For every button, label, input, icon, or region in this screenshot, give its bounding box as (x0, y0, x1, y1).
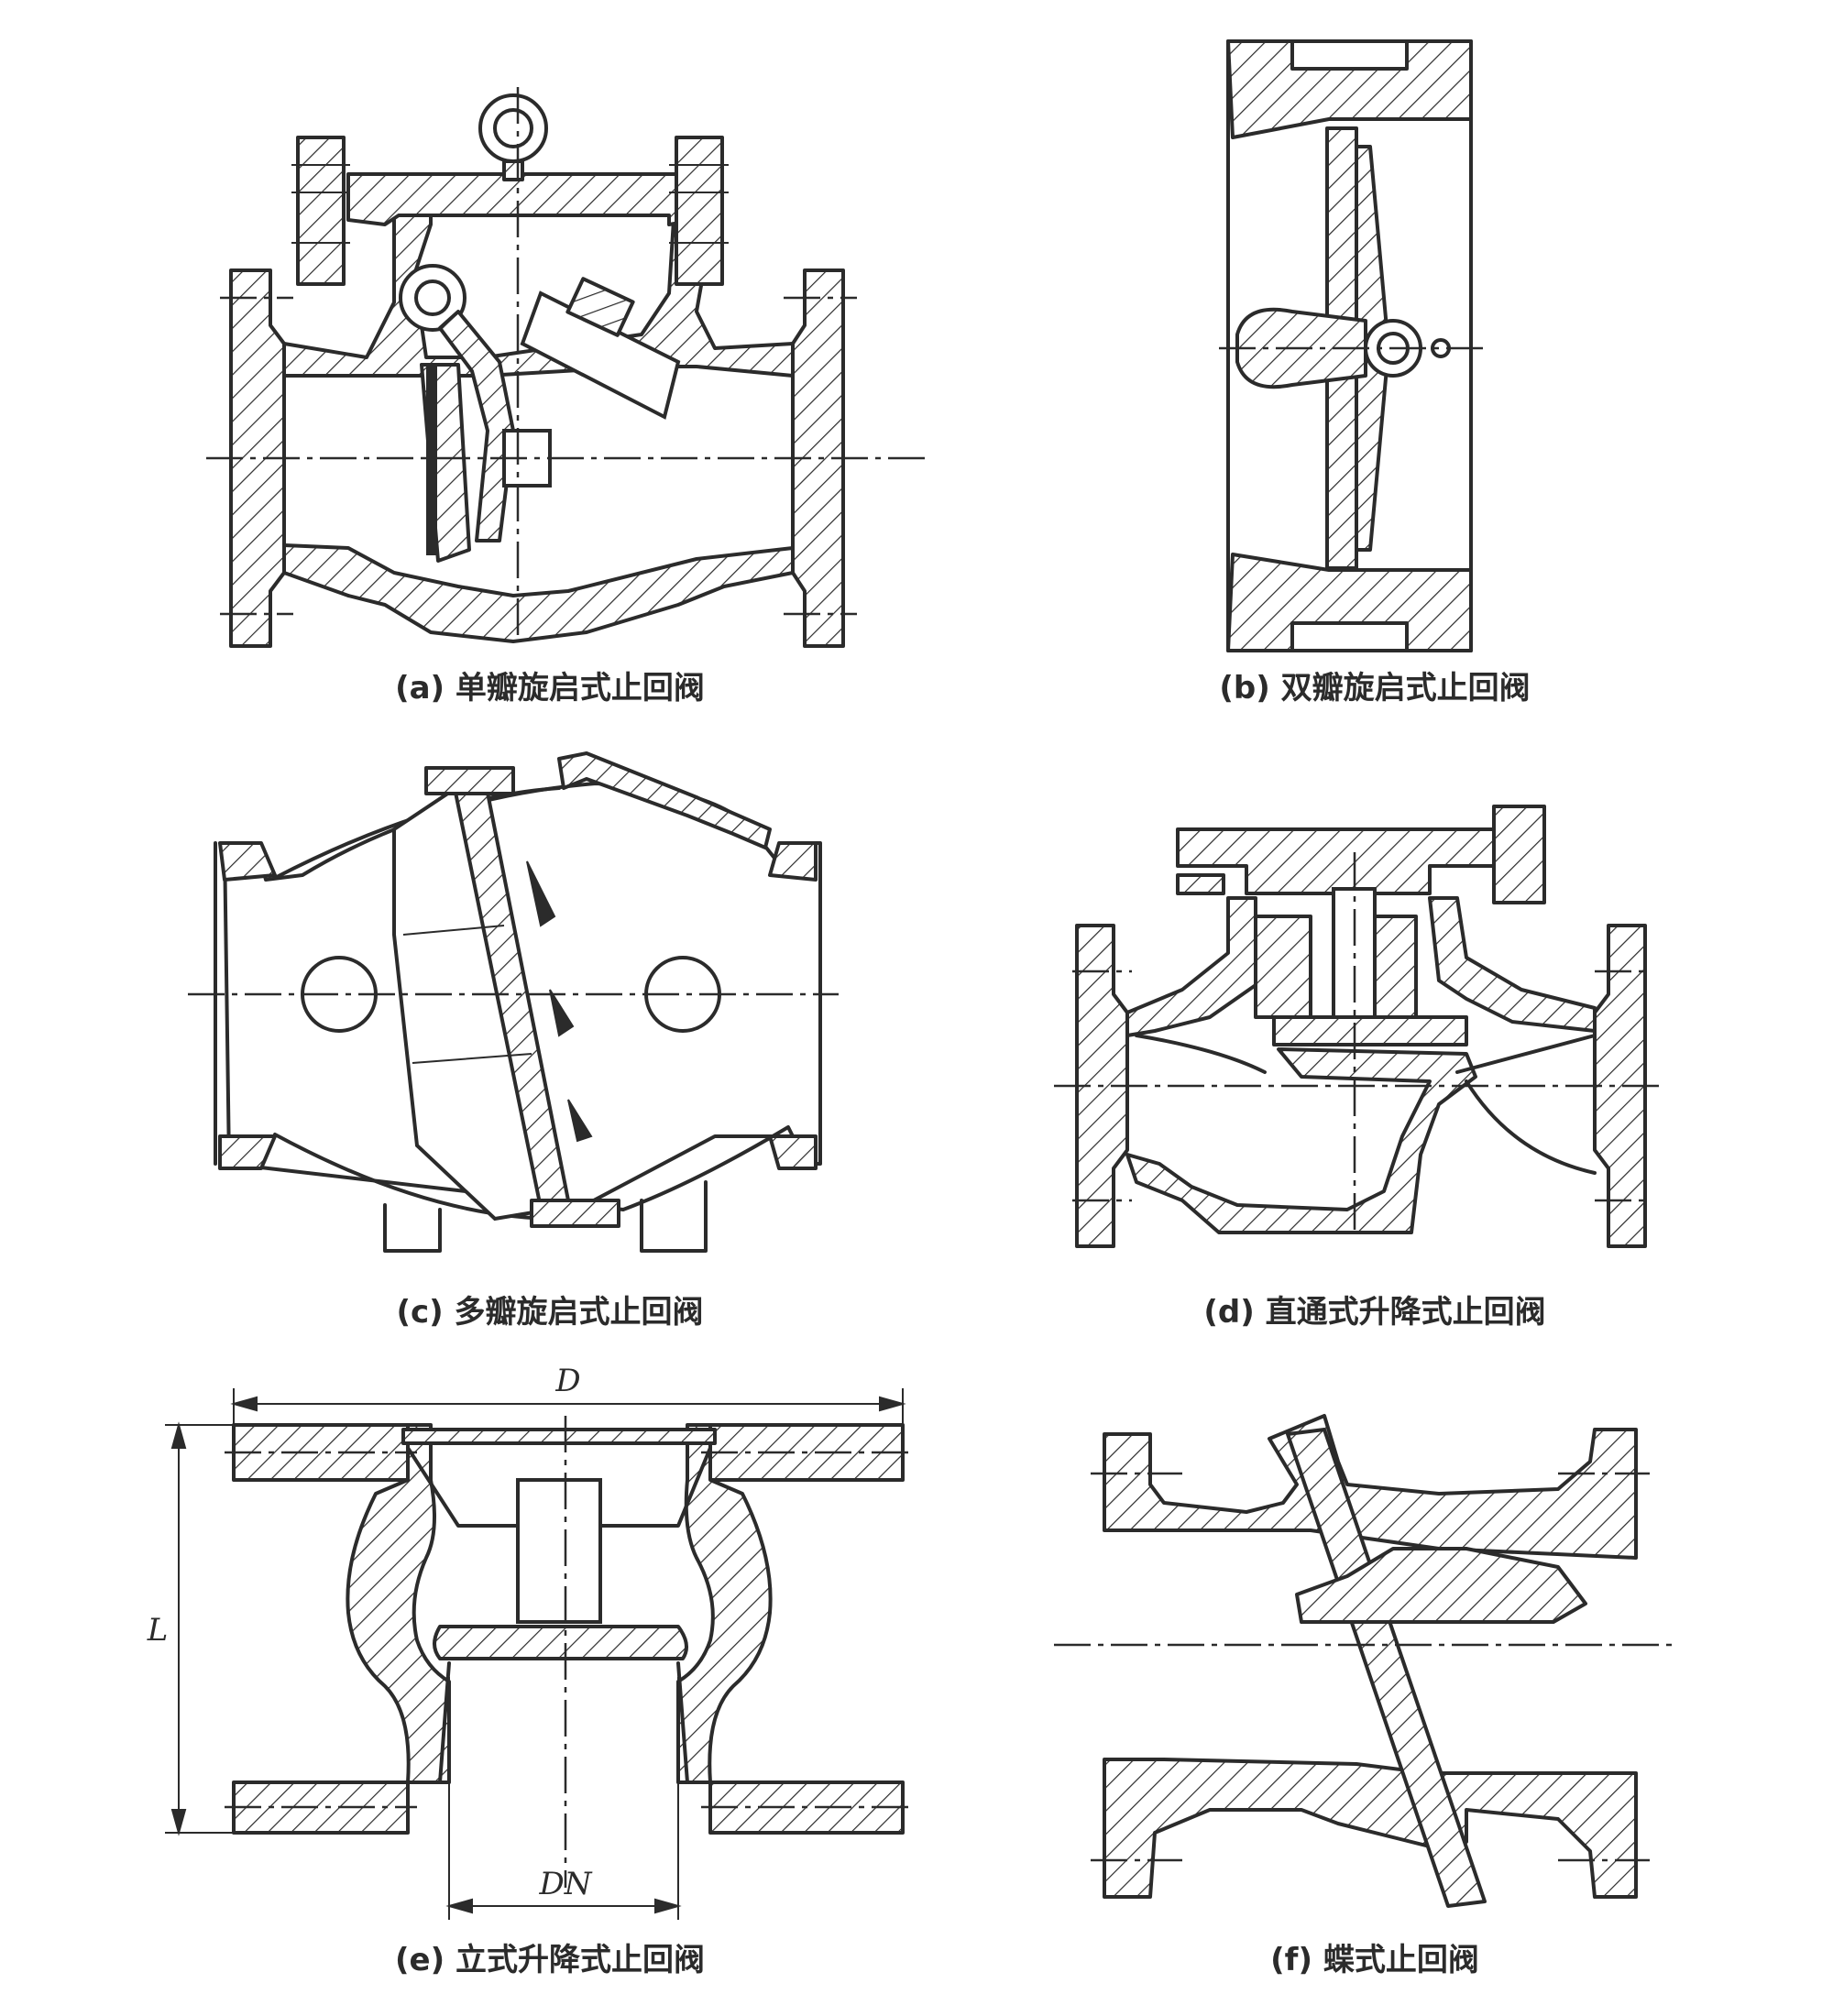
figure-d-straight-lift-check-valve (1054, 805, 1659, 1248)
figure-c-multi-disc-swing-check-valve (188, 751, 839, 1253)
caption-figure-a: (a) 单瓣旋启式止回阀 (395, 670, 705, 707)
caption-figure-d: (d) 直通式升降式止回阀 (1203, 1294, 1545, 1331)
figure-f-butterfly-check-valve (1054, 1414, 1677, 1908)
figure-a-single-disc-swing-check-valve (206, 87, 926, 648)
caption-figure-b: (b) 双瓣旋启式止回阀 (1219, 670, 1530, 707)
figure-b-double-disc-swing-check-valve (1219, 39, 1485, 652)
dimension-l-label: L (147, 1612, 169, 1649)
caption-figure-c: (c) 多瓣旋启式止回阀 (396, 1294, 703, 1331)
dimension-d-label: D (554, 1363, 580, 1399)
caption-figure-e: (e) 立式升降式止回阀 (395, 1942, 705, 1978)
figure-e-vertical-lift-check-valve: D L DN (147, 1363, 912, 1920)
caption-figure-f: (f) 蝶式止回阀 (1270, 1942, 1479, 1978)
